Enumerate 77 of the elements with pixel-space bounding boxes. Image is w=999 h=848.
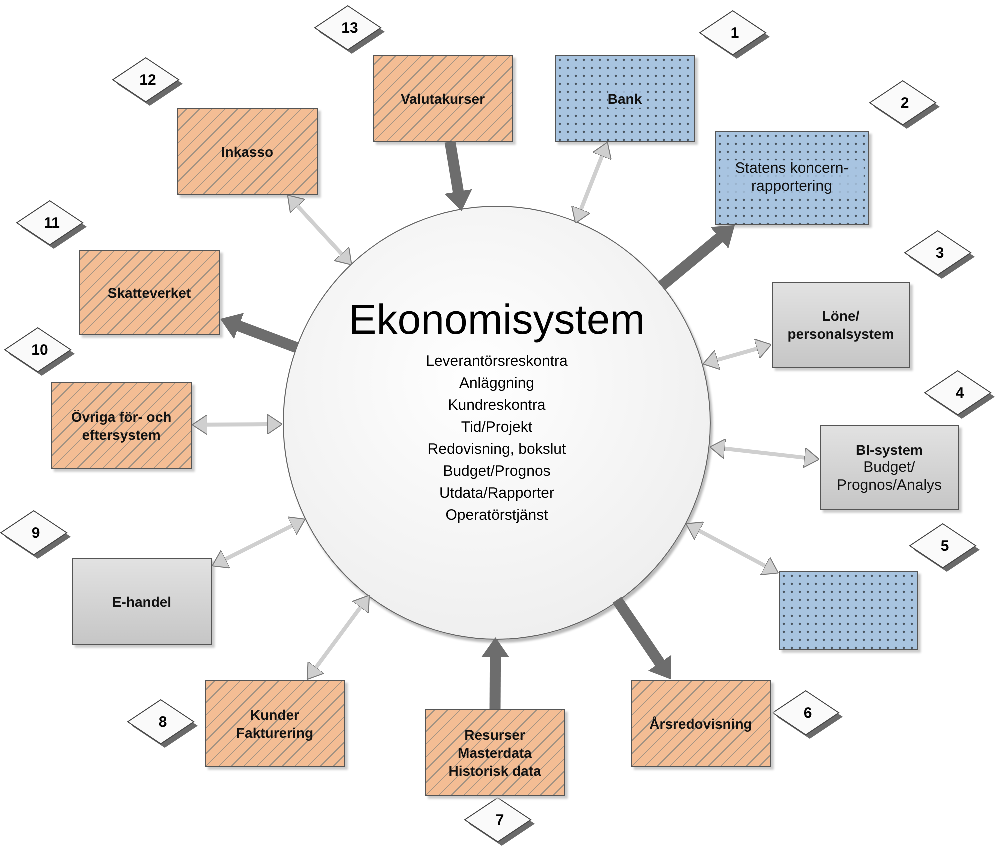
callout-number: 3 (936, 244, 944, 262)
module-item: Kundreskontra (448, 396, 546, 416)
callout-number: 10 (32, 342, 48, 358)
module-item: Utdata/Rapporter (439, 484, 555, 504)
double-arrow (287, 194, 352, 266)
system-box (373, 55, 513, 142)
number-diamond (112, 57, 184, 107)
callout-number: 8 (158, 714, 168, 730)
box-label: Skatteverket (108, 284, 192, 302)
number-diamond (0, 510, 72, 560)
callout-number: 7 (496, 812, 504, 828)
system-box (51, 382, 192, 469)
system-box (820, 425, 959, 510)
double-arrow (686, 522, 780, 576)
box-label: Årsredovisning (650, 714, 752, 732)
box-label: Masterdata (458, 744, 532, 762)
number-diamond (904, 230, 976, 280)
module-item: Anläggning (459, 374, 535, 394)
module-item: Leverantörsreskontra (426, 352, 568, 372)
double-arrow (212, 516, 306, 569)
system-box (425, 709, 565, 796)
number-diamond (127, 699, 199, 749)
box-label: Fakturering (236, 724, 314, 742)
box-label: Bank (608, 90, 642, 108)
double-arrow (571, 142, 612, 224)
number-diamond (464, 797, 536, 847)
callout-number: 2 (900, 94, 910, 112)
callout-number: 11 (44, 214, 60, 232)
module-item: Redovisning, bokslut (428, 440, 566, 460)
box-label: Resurser (464, 726, 526, 744)
callout-number: 12 (140, 72, 156, 88)
system-box (205, 680, 345, 767)
box-label: BI-system (856, 440, 923, 458)
double-arrow (710, 438, 820, 468)
system-box (177, 108, 318, 195)
system-box (715, 131, 869, 225)
box-label: E-handel (112, 592, 172, 610)
box-label: Historisk data (448, 762, 542, 780)
box-label: Statens koncern- rapportering (720, 160, 864, 196)
box-label: Löne/ personalsystem (786, 307, 896, 343)
box-label: Valutakurser (400, 90, 486, 108)
double-arrow (702, 338, 772, 370)
double-arrow (306, 595, 370, 680)
callout-number: 9 (32, 524, 40, 542)
number-diamond (314, 5, 386, 55)
system-box (772, 282, 910, 368)
box-label: Kunder (250, 706, 300, 724)
number-diamond (924, 370, 996, 420)
module-item: Tid/Projekt (461, 418, 533, 438)
number-diamond (16, 200, 88, 250)
callout-number: 5 (940, 538, 950, 554)
callout-number: 1 (730, 24, 740, 42)
module-item: Operatörstjänst (446, 506, 548, 526)
callout-number: 6 (804, 704, 812, 722)
system-box (79, 250, 220, 335)
system-box (555, 55, 695, 142)
arrow (612, 596, 672, 680)
arrow (220, 313, 299, 353)
callout-number: 13 (342, 20, 358, 36)
box-label: Budget/ Prognos/Analys (836, 458, 944, 494)
system-title: Ekonomisystem (348, 295, 646, 345)
system-box (779, 571, 918, 650)
number-diamond (869, 80, 941, 130)
number-diamond (909, 523, 981, 573)
system-box (72, 558, 212, 645)
arrow (444, 141, 472, 212)
arrow (658, 225, 736, 290)
double-arrow (192, 414, 283, 436)
box-label: Övriga för- och eftersystem (70, 408, 173, 444)
number-diamond (699, 10, 771, 60)
system-box (631, 680, 771, 767)
arrow (482, 638, 510, 710)
number-diamond (772, 690, 844, 740)
box-label: Inkasso (221, 142, 274, 160)
callout-number: 4 (956, 384, 964, 402)
module-item: Budget/Prognos (443, 462, 551, 482)
number-diamond (4, 327, 76, 377)
